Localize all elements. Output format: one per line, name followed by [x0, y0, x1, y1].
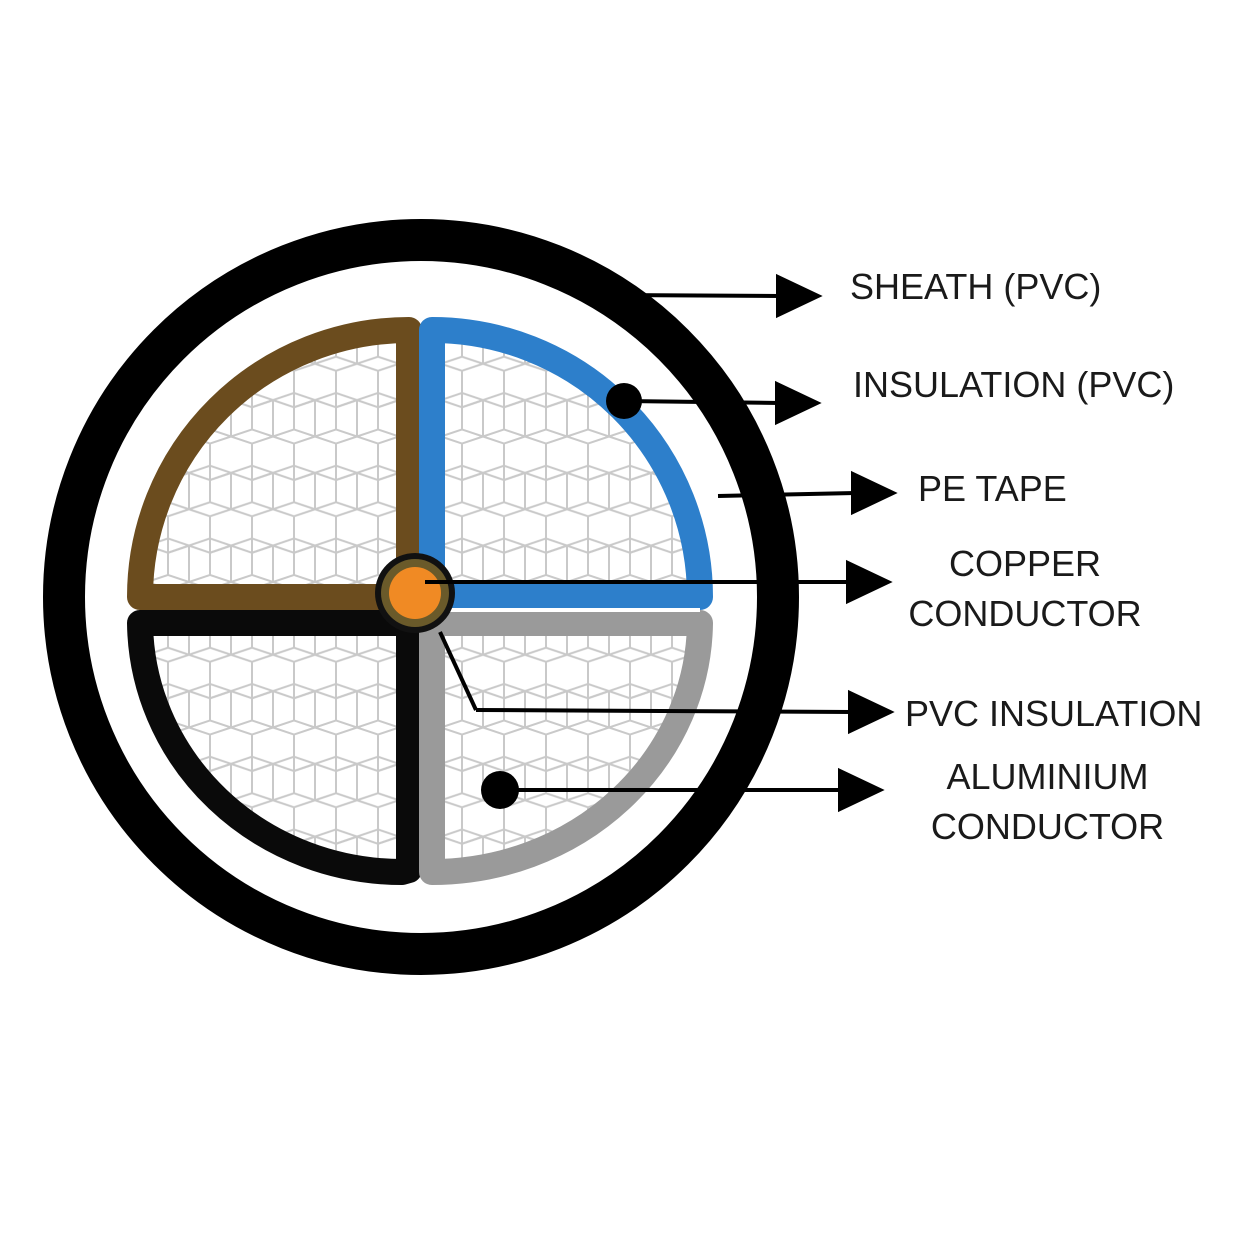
label-aluminium-conductor: ALUMINIUM CONDUCTOR [905, 752, 1190, 852]
label-copper-line2: CONDUCTOR [908, 593, 1142, 634]
arrow-pvc-insulation [848, 689, 895, 735]
arrow-copper [846, 559, 893, 605]
arrow-sheath [776, 273, 823, 319]
label-sheath: SHEATH (PVC) [850, 266, 1102, 307]
arrow-insulation [775, 380, 822, 426]
arrow-aluminium [838, 767, 885, 813]
arrow-pe-tape [851, 470, 898, 516]
core-brown [127, 317, 422, 610]
label-pe-tape: PE TAPE [918, 468, 1067, 509]
core-black [127, 610, 422, 885]
core-blue [419, 317, 713, 610]
label-aluminium-line1: ALUMINIUM [946, 756, 1149, 797]
label-pvc-insulation: PVC INSULATION [905, 693, 1203, 734]
label-copper-conductor: COPPER CONDUCTOR [880, 539, 1170, 639]
label-aluminium-line2: CONDUCTOR [930, 806, 1165, 847]
core-grey [419, 610, 713, 885]
label-insulation: INSULATION (PVC) [853, 364, 1175, 405]
aluminium-cores [127, 317, 713, 885]
copper-conductor [375, 553, 455, 633]
label-copper-line1: COPPER [948, 543, 1102, 584]
leader-lines [425, 273, 898, 813]
